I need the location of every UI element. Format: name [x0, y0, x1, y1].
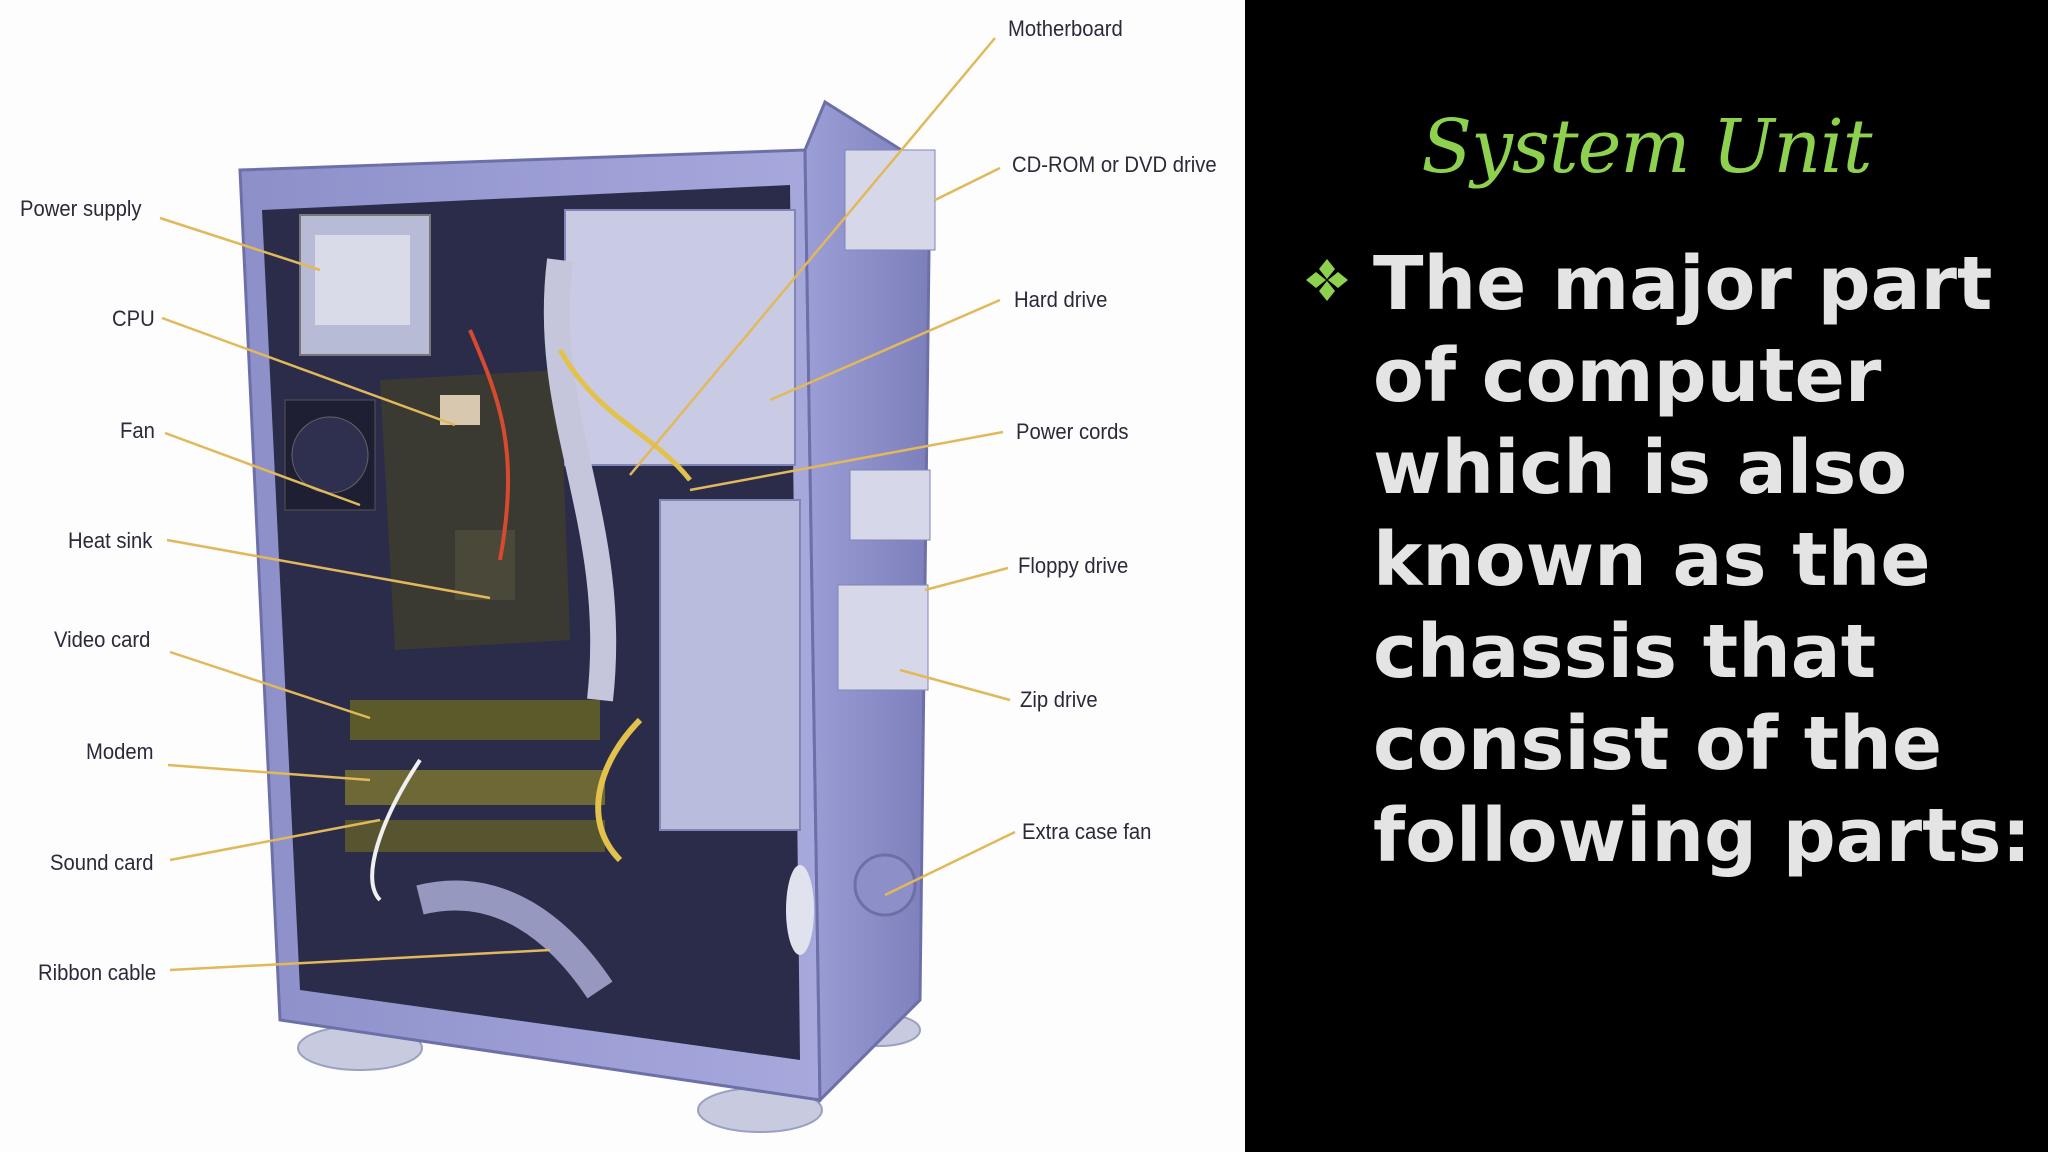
- sound-card: [345, 820, 605, 852]
- computer-case-diagram: Power supply CPU Fan Heat sink Video car…: [0, 0, 1245, 1152]
- modem-card: [345, 770, 605, 805]
- label-cdrom-dvd-drive: CD-ROM or DVD drive: [1012, 152, 1217, 177]
- drive-cage-bottom: [659, 499, 801, 831]
- ribbon-cable: [416, 880, 613, 999]
- motherboard: [380, 370, 570, 650]
- bullet-text: The major part of computer which is also…: [1373, 241, 2032, 879]
- cable: [370, 758, 422, 902]
- label-extra-case-fan: Extra case fan: [1022, 819, 1152, 844]
- label-video-card: Video card: [54, 627, 151, 652]
- fan-blades: [291, 416, 369, 494]
- label-sound-card: Sound card: [50, 850, 154, 875]
- label-modem: Modem: [86, 739, 154, 764]
- label-heat-sink: Heat sink: [68, 528, 153, 553]
- drive-cage-top: [564, 209, 796, 466]
- four-diamond-bullet-icon: [1306, 259, 1348, 301]
- computer-case-illustration: [159, 37, 1016, 1133]
- cpu: [440, 395, 480, 425]
- drive-bay: [849, 469, 931, 541]
- video-card: [350, 700, 600, 740]
- power-cord: [595, 717, 643, 863]
- power-cord: [557, 348, 692, 482]
- power-supply-label-plate: [315, 235, 410, 325]
- extra-case-fan-vent: [853, 853, 917, 917]
- label-cpu: CPU: [112, 306, 155, 331]
- heat-sink: [455, 530, 515, 600]
- label-motherboard: Motherboard: [1008, 16, 1123, 41]
- label-power-cords: Power cords: [1016, 419, 1129, 444]
- slide-title: System Unit: [1421, 104, 1872, 190]
- text-panel: System Unit The major part of computer w…: [1245, 0, 2048, 1152]
- label-power-supply: Power supply: [20, 196, 142, 221]
- case-detail: [786, 865, 814, 955]
- label-ribbon-cable: Ribbon cable: [38, 960, 157, 985]
- label-fan: Fan: [120, 418, 155, 443]
- label-floppy-drive: Floppy drive: [1018, 553, 1129, 578]
- power-cord: [468, 329, 510, 561]
- ribbon-cable: [543, 258, 617, 702]
- label-zip-drive: Zip drive: [1020, 687, 1098, 712]
- label-hard-drive: Hard drive: [1014, 287, 1108, 312]
- callout-lines: [159, 37, 1016, 972]
